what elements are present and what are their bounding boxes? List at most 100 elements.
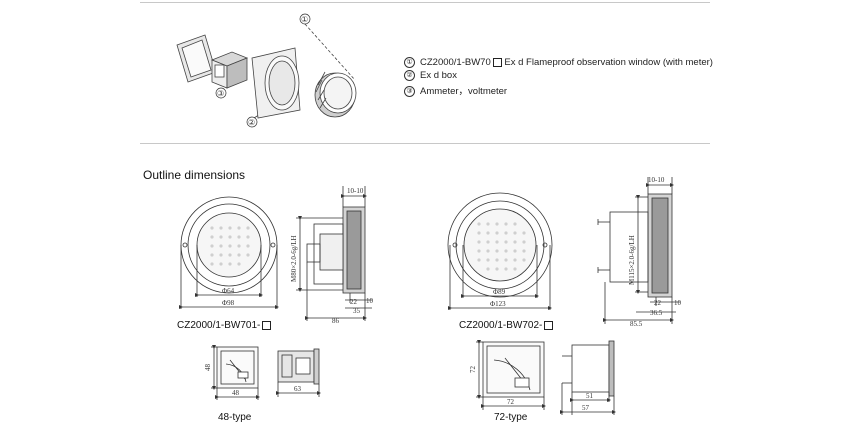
lamp-dot — [219, 235, 223, 239]
callouts — [215, 13, 311, 128]
meter-72-depth-2: 57 — [582, 404, 590, 412]
lamp-dot — [237, 226, 241, 230]
lamp-dot — [486, 267, 490, 271]
legend-text-3: Ammeter，voltmeter — [420, 86, 508, 97]
meter-48-height: 48 — [204, 364, 212, 372]
lamp-dot — [228, 262, 232, 266]
model-701-dim-c: 35 — [353, 307, 361, 315]
middle-divider — [140, 143, 710, 144]
caption-72-type: 72-type — [494, 412, 528, 423]
model-702-dim-d: 85.5 — [630, 320, 643, 328]
lamp-dot — [486, 240, 490, 244]
caption-model-702-text: CZ2000/1-BW702- — [459, 320, 543, 331]
window-ring — [314, 71, 357, 118]
model-box-icon — [262, 320, 272, 330]
legend-text-2: Ex d box — [420, 70, 457, 82]
lamp-dot — [246, 244, 250, 248]
model-702-dim-b: 22 — [654, 299, 662, 307]
model-702-side — [597, 177, 680, 324]
lamp-dot — [495, 231, 499, 235]
model-702-dim-a: 10 — [674, 299, 682, 307]
caption-model-701: CZ2000/1-BW701- — [177, 320, 272, 331]
lamp-dot — [237, 253, 241, 257]
model-702-front — [447, 192, 553, 310]
lamp-dot — [219, 253, 223, 257]
lamp-dot — [513, 258, 517, 262]
exploded-assembly — [176, 23, 357, 119]
meter-72-side — [560, 340, 616, 415]
model-701-side — [296, 186, 372, 321]
callout-2: ② — [248, 118, 255, 127]
lamp-dot — [513, 249, 517, 253]
lamp-dot — [228, 244, 232, 248]
lamp-dot — [246, 235, 250, 239]
lamp-dot — [486, 231, 490, 235]
callout-1: ① — [301, 15, 308, 24]
lamp-dot — [495, 258, 499, 262]
model-702-dim-c: 36.5 — [650, 309, 663, 317]
lamp-dot — [504, 231, 508, 235]
model-701-front — [179, 196, 279, 309]
lamp-dot — [495, 249, 499, 253]
lamp-dot — [477, 240, 481, 244]
lamp-dot — [219, 226, 223, 230]
legend-text-1: CZ2000/1-BW70 — [420, 57, 491, 69]
lamp-dot — [504, 267, 508, 271]
meter-cube — [210, 51, 249, 89]
lamp-dot — [228, 235, 232, 239]
model-701-dim-a: 10 — [366, 297, 374, 305]
lamp-dot — [228, 253, 232, 257]
lamp-dot — [522, 240, 526, 244]
caption-model-702: CZ2000/1-BW702- — [459, 320, 554, 331]
lamp-dot — [219, 244, 223, 248]
ex-d-box — [251, 47, 301, 119]
model-box-icon — [544, 320, 554, 330]
model-701-outer-dia: Φ98 — [222, 299, 235, 307]
lamp-dot — [477, 258, 481, 262]
model-701-dim-d: 86 — [332, 317, 340, 325]
lamp-dot — [477, 222, 481, 226]
lamp-dot — [210, 262, 214, 266]
meter-72-width: 72 — [507, 398, 515, 406]
lamp-dot — [477, 231, 481, 235]
lamp-dot — [219, 262, 223, 266]
lamp-dot — [237, 244, 241, 248]
meter-72-height: 72 — [469, 366, 477, 374]
window-cover — [176, 34, 217, 83]
lamp-dot — [486, 222, 490, 226]
meter-48-front — [211, 345, 260, 400]
lamp-dot — [210, 226, 214, 230]
lamp-dot — [513, 231, 517, 235]
model-702-inner-dia: Φ89 — [493, 288, 506, 296]
lamp-dot — [522, 231, 526, 235]
caption-48-type: 48-type — [218, 412, 252, 423]
lamp-dot — [522, 258, 526, 262]
lamp-dot — [477, 249, 481, 253]
legend-num-3: ③ — [404, 85, 415, 97]
lamp-dot — [237, 235, 241, 239]
lamp-dot — [513, 240, 517, 244]
model-702-outer-dia: Φ123 — [490, 300, 506, 308]
lamp-dot — [495, 267, 499, 271]
lamp-dot — [495, 240, 499, 244]
lamp-dot — [513, 267, 517, 271]
meter-72-front — [476, 340, 546, 410]
lamp-dot — [522, 249, 526, 253]
legend-num-1: ① — [404, 57, 415, 68]
lamp-dot — [246, 226, 250, 230]
lamp-dot — [228, 226, 232, 230]
legend-item-3: ③ Ammeter，voltmeter — [404, 83, 507, 97]
lamp-dot — [486, 249, 490, 253]
lamp-dot — [237, 262, 241, 266]
meter-72-depth-1: 51 — [586, 392, 594, 400]
model-701-dim-b: 22 — [350, 298, 358, 306]
meter-48-width: 48 — [232, 389, 240, 397]
lamp-dot — [210, 253, 214, 257]
caption-model-701-text: CZ2000/1-BW701- — [177, 320, 261, 331]
lamp-dot — [210, 235, 214, 239]
lamp-dot — [504, 258, 508, 262]
lamp-dot — [246, 253, 250, 257]
lamp-dot — [486, 258, 490, 262]
